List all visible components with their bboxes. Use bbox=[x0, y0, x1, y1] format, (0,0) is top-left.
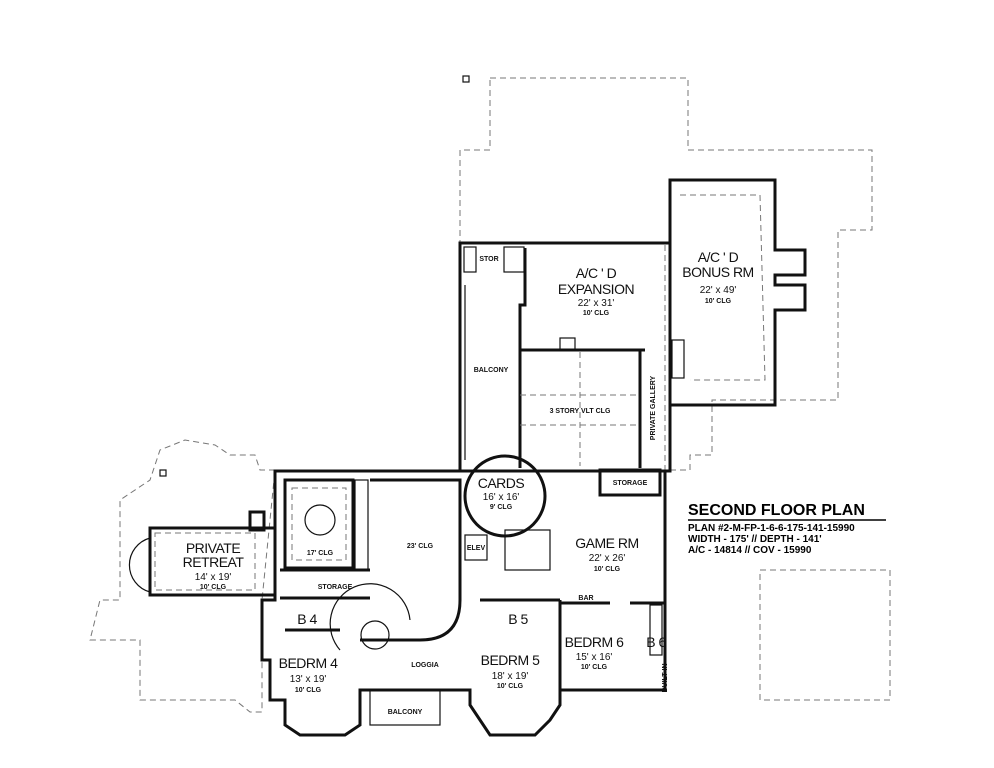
retreat-clg: 10' CLG bbox=[200, 584, 227, 591]
b4-label: B 4 bbox=[297, 611, 317, 627]
bedrm5-size: 18' x 19' bbox=[492, 671, 529, 682]
bonus-room-walls bbox=[668, 178, 807, 407]
title-block: SECOND FLOOR PLAN PLAN #2-M-FP-1-6-6-175… bbox=[688, 502, 886, 556]
bonus-size: 22' x 49' bbox=[700, 285, 737, 296]
game-clg: 10' CLG bbox=[594, 566, 621, 573]
loggia-label: LOGGIA bbox=[411, 662, 439, 669]
b5-label: B 5 bbox=[508, 611, 528, 627]
expansion-name1: A/C ' D bbox=[576, 265, 617, 281]
game-name: GAME RM bbox=[575, 535, 638, 551]
bedrm4-name: BEDRM 4 bbox=[279, 655, 338, 671]
plan-dimensions: WIDTH - 175' // DEPTH - 141' bbox=[688, 534, 822, 545]
cards-name: CARDS bbox=[478, 475, 525, 491]
bonus-clg: 10' CLG bbox=[705, 298, 732, 305]
plan-area: A/C - 14814 // COV - 15990 bbox=[688, 545, 812, 556]
main-block-walls bbox=[260, 454, 667, 737]
roof-outline bbox=[89, 75, 891, 713]
balcony-upper-label: BALCONY bbox=[474, 367, 509, 374]
plan-number: PLAN #2-M-FP-1-6-6-175-141-15990 bbox=[688, 523, 855, 534]
retreat-size: 14' x 19' bbox=[195, 572, 232, 583]
retreat-name2: RETREAT bbox=[183, 554, 245, 570]
bonus-name2: BONUS RM bbox=[682, 264, 753, 280]
storage-left-label: STORAGE bbox=[318, 584, 353, 591]
bedrm5-name: BEDRM 5 bbox=[481, 652, 540, 668]
stor-label: STOR bbox=[479, 256, 498, 263]
vault-label: 3 STORY VLT CLG bbox=[550, 408, 611, 415]
cards-size: 16' x 16' bbox=[483, 492, 520, 503]
built-in-label: BUILT IN bbox=[662, 663, 669, 692]
upper-wing-walls bbox=[458, 241, 672, 473]
clg23-label: 23' CLG bbox=[407, 543, 434, 550]
expansion-size: 22' x 31' bbox=[578, 298, 615, 309]
expansion-name2: EXPANSION bbox=[558, 281, 634, 297]
bedrm6-name: BEDRM 6 bbox=[565, 634, 624, 650]
game-size: 22' x 26' bbox=[589, 553, 626, 564]
room-labels: STOR A/C ' D EXPANSION 22' x 31' 10' CLG… bbox=[183, 249, 755, 716]
private-retreat-walls bbox=[128, 510, 277, 597]
balcony-lower-label: BALCONY bbox=[388, 709, 423, 716]
bar-label: BAR bbox=[578, 595, 593, 602]
retreat-name1: PRIVATE bbox=[186, 540, 240, 556]
bedrm5-clg: 10' CLG bbox=[497, 683, 524, 690]
clg17-label: 17' CLG bbox=[307, 550, 334, 557]
cards-clg: 9' CLG bbox=[490, 504, 513, 511]
bedrm4-clg: 10' CLG bbox=[295, 687, 322, 694]
expansion-clg: 10' CLG bbox=[583, 310, 610, 317]
bedrm4-size: 13' x 19' bbox=[290, 674, 327, 685]
b6-label: B 6 bbox=[646, 634, 666, 650]
elev-label: ELEV bbox=[467, 545, 486, 552]
storage-right-label: STORAGE bbox=[613, 480, 648, 487]
bonus-name1: A/C ' D bbox=[698, 249, 739, 265]
plan-title: SECOND FLOOR PLAN bbox=[688, 502, 865, 519]
gallery-label: PRIVATE GALLERY bbox=[650, 375, 657, 440]
bedrm6-size: 15' x 16' bbox=[576, 652, 613, 663]
bedrm6-clg: 10' CLG bbox=[581, 664, 608, 671]
